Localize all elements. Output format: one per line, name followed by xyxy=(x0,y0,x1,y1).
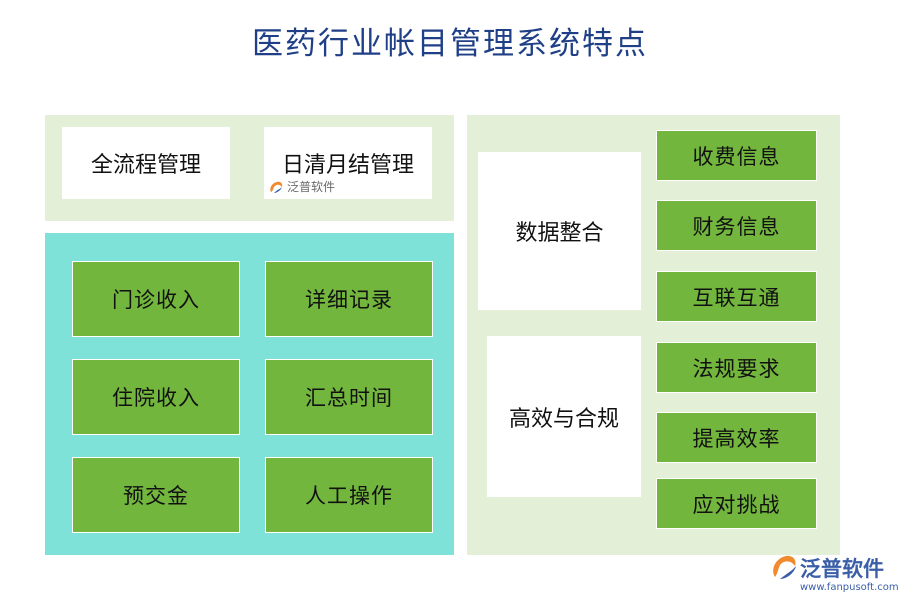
improve-efficiency-box: 提高效率 xyxy=(656,412,817,463)
regulation-box: 法规要求 xyxy=(656,342,817,393)
finance-info-box: 财务信息 xyxy=(656,200,817,251)
summary-time-box: 汇总时间 xyxy=(265,359,433,435)
advance-deposit-box: 预交金 xyxy=(72,457,240,533)
logo-name: 泛普软件 xyxy=(800,557,884,581)
daily-monthly-box: 日清月结管理 xyxy=(264,127,432,199)
watermark-text: 泛普软件 xyxy=(287,180,336,194)
meet-challenge-box: 应对挑战 xyxy=(656,478,817,529)
inpatient-income-box: 住院收入 xyxy=(72,359,240,435)
data-integration-box: 数据整合 xyxy=(478,152,641,310)
interconnect-box: 互联互通 xyxy=(656,271,817,322)
page-title: 医药行业帐目管理系统特点 xyxy=(252,26,648,62)
detailed-record-box: 详细记录 xyxy=(265,261,433,337)
outpatient-income-box: 门诊收入 xyxy=(72,261,240,337)
fanpu-swoosh-icon xyxy=(773,555,796,579)
logo-url: www.fanpusoft.com xyxy=(800,582,899,593)
fanpu-logo: 泛普软件 www.fanpusoft.com xyxy=(770,553,899,597)
full-process-box: 全流程管理 xyxy=(62,127,230,199)
watermark: 泛普软件 xyxy=(268,178,335,195)
fee-info-box: 收费信息 xyxy=(656,130,817,181)
efficiency-compliance-box: 高效与合规 xyxy=(487,336,641,497)
fanpu-logo-icon xyxy=(270,181,283,193)
manual-operation-box: 人工操作 xyxy=(265,457,433,533)
